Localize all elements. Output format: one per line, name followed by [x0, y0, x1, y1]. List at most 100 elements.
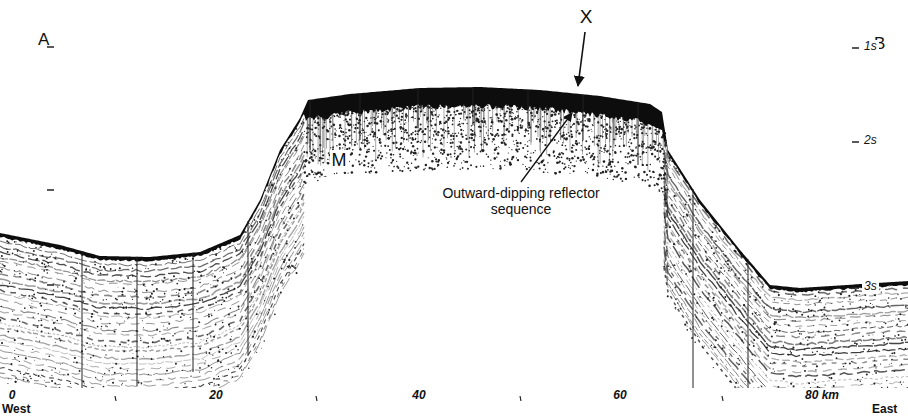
stipple-dot	[459, 121, 460, 122]
stipple-dot	[412, 132, 414, 134]
stipple-dot	[606, 129, 609, 132]
stipple-dot	[604, 152, 605, 153]
stipple-dot	[570, 162, 572, 164]
stipple-dot	[605, 171, 608, 174]
stipple-dot	[561, 156, 563, 158]
stipple-dot	[616, 121, 617, 122]
stipple-dot	[654, 184, 656, 186]
stipple-dot	[460, 133, 462, 135]
stipple-dot	[497, 129, 499, 131]
stipple-dot	[455, 133, 456, 134]
stipple-dot	[437, 116, 439, 118]
stipple-dot	[347, 137, 349, 139]
stipple-dot	[437, 164, 439, 166]
stipple-dot	[489, 110, 491, 112]
stipple-dot	[399, 153, 401, 155]
stipple-dot	[394, 114, 395, 115]
stipple-dot	[653, 172, 654, 173]
stipple-dot	[339, 128, 340, 129]
stipple-dot	[401, 113, 403, 115]
stipple-dot	[378, 129, 380, 131]
stipple-dot	[466, 161, 468, 163]
stipple-dot	[487, 107, 488, 108]
stipple-dot	[655, 148, 656, 149]
stipple-dot	[412, 138, 415, 141]
stipple-dot	[414, 149, 416, 151]
stipple-dot	[346, 121, 348, 123]
stipple-dot	[585, 148, 587, 150]
stipple-dot	[562, 142, 563, 143]
stipple-dot	[431, 160, 433, 162]
stipple-dot	[380, 152, 382, 154]
stipple-dot	[610, 146, 612, 148]
stipple-dot	[633, 150, 634, 151]
stipple-dot	[568, 165, 569, 166]
stipple-dot	[447, 162, 449, 164]
stipple-dot	[354, 144, 356, 146]
stipple-dot	[450, 142, 452, 144]
stipple-dot	[404, 119, 406, 121]
stipple-dot	[336, 172, 338, 174]
stipple-dot	[462, 150, 464, 152]
stipple-dot	[588, 145, 590, 147]
stipple-dot	[587, 118, 589, 120]
stipple-dot	[484, 139, 486, 141]
stipple-dot	[571, 147, 573, 149]
stipple-dot	[318, 159, 320, 161]
stipple-dot	[554, 126, 556, 128]
stipple-dot	[405, 149, 406, 150]
stipple-dot	[646, 152, 648, 154]
stipple-dot	[372, 135, 374, 137]
stipple-dot	[311, 169, 313, 171]
stipple-dot	[620, 121, 621, 122]
stipple-dot	[535, 131, 537, 133]
stipple-dot	[433, 111, 434, 112]
stipple-dot	[323, 169, 324, 170]
reflector-line	[664, 136, 908, 300]
stipple-dot	[506, 128, 508, 130]
stipple-dot	[371, 161, 372, 162]
stipple-dot	[465, 138, 467, 140]
stipple-dot	[399, 156, 401, 158]
stipple-dot	[531, 119, 533, 121]
stipple-dot	[573, 165, 575, 167]
stipple-dot	[581, 145, 582, 146]
stipple-dot	[460, 168, 461, 169]
stipple-dot	[522, 147, 524, 149]
stipple-dot	[375, 171, 377, 173]
stipple-dot	[404, 129, 406, 131]
stipple-dot	[559, 171, 562, 174]
stipple-dot	[389, 149, 391, 151]
stipple-dot	[527, 154, 528, 155]
stipple-dot	[656, 183, 658, 185]
stipple-dot	[359, 154, 361, 156]
stipple-dot	[647, 179, 649, 181]
stipple-dot	[366, 139, 369, 142]
stipple-dot	[659, 150, 661, 152]
stipple-dot	[497, 152, 499, 154]
stipple-dot	[487, 156, 489, 158]
stipple-dot	[312, 159, 314, 161]
stipple-dot	[485, 123, 486, 124]
stipple-dot	[588, 148, 590, 150]
stipple-dot	[553, 155, 555, 157]
stipple-dot	[515, 116, 516, 117]
stipple-dot	[551, 126, 553, 128]
stipple-dot	[591, 131, 592, 132]
stipple-dot	[656, 150, 658, 152]
stipple-dot	[564, 163, 566, 165]
stipple-dot	[442, 153, 444, 155]
stipple-dot	[308, 161, 310, 163]
stipple-dot	[521, 120, 523, 122]
stipple-dot	[535, 150, 536, 151]
stipple-dot	[460, 126, 462, 128]
stipple-dot	[446, 158, 447, 159]
stipple-dot	[454, 156, 455, 157]
stipple-dot	[439, 121, 441, 123]
stipple-dot	[454, 150, 456, 152]
stipple-dot	[541, 160, 544, 163]
stipple-dot	[306, 175, 308, 177]
stipple-dot	[432, 138, 433, 139]
stipple-dot	[592, 125, 594, 127]
stipple-dot	[312, 158, 313, 159]
